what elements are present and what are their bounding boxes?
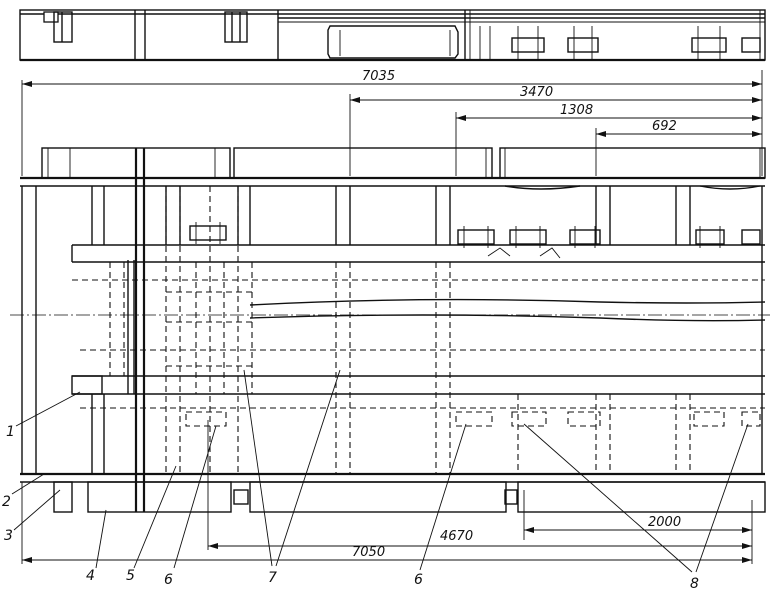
dim-bottom-overall: 7050 (352, 545, 385, 560)
dim-rear-mid: 1308 (560, 103, 593, 118)
callout-5: 5 (126, 568, 135, 584)
dim-rear-end: 692 (652, 119, 677, 134)
callout-6-left: 6 (164, 572, 173, 588)
callout-3: 3 (4, 528, 13, 544)
callout-7: 7 (268, 570, 277, 586)
callouts: 1 2 3 4 5 6 7 6 8 (2, 369, 749, 592)
cross-members (91, 148, 691, 512)
side-elevation-view (19, 9, 766, 62)
central-beams (10, 244, 770, 409)
callout-2: 2 (2, 494, 11, 510)
top-dimensions: 7035 3470 1308 692 (21, 69, 763, 176)
bottom-dimensions: 2000 4670 7050 (21, 420, 753, 564)
callout-4: 4 (86, 568, 95, 584)
callout-8: 8 (690, 576, 699, 592)
dim-bottom-rear: 2000 (648, 515, 681, 530)
callout-1: 1 (6, 424, 15, 440)
plan-view-frame (20, 147, 766, 513)
dim-bottom-front: 4670 (440, 529, 473, 544)
brackets (185, 222, 761, 427)
callout-6-right: 6 (414, 572, 423, 588)
dim-overall-top: 7035 (362, 69, 395, 84)
dim-rear-section: 3470 (520, 85, 553, 100)
